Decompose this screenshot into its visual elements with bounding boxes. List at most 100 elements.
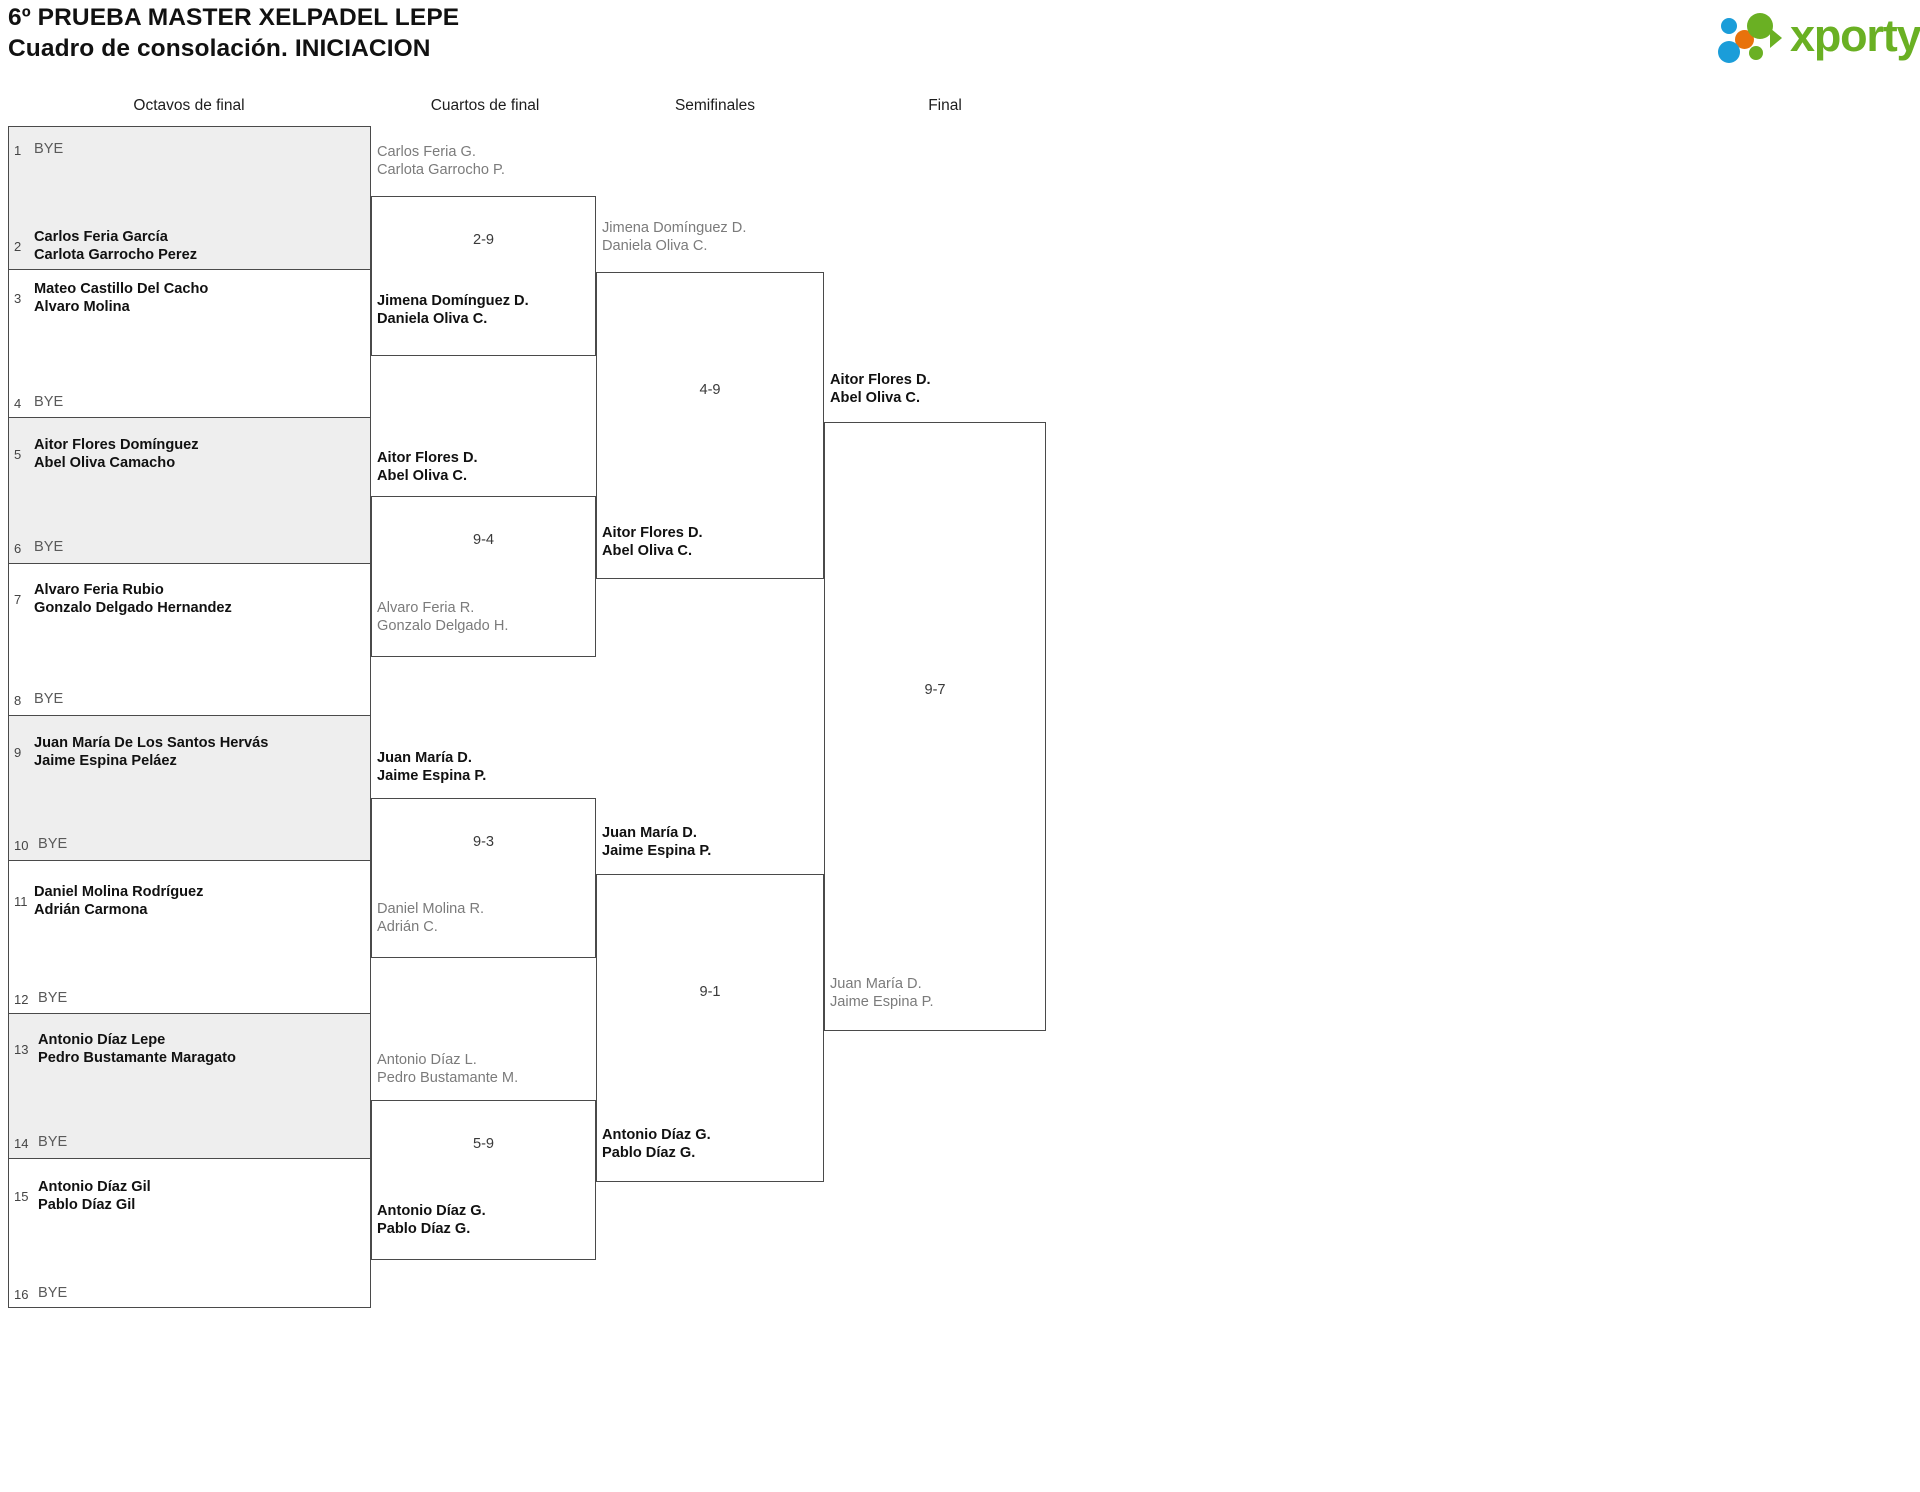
logo-dots-icon [1718, 12, 1786, 64]
round1-divider-3 [8, 563, 371, 564]
round2-connector-1 [371, 196, 596, 356]
team-name: BYE [38, 990, 68, 1006]
team-name: BYE [34, 539, 64, 555]
team-name: BYE [34, 394, 64, 410]
seed-number: 2 [14, 239, 22, 254]
round2-team-4[interactable]: Alvaro Feria R.Gonzalo Delgado H. [377, 600, 509, 635]
team-name: Carlos Feria García Carlota Garrocho Per… [34, 229, 198, 264]
seed-number: 12 [14, 992, 29, 1007]
seed-number: 9 [14, 745, 22, 760]
round3-team-2[interactable]: Aitor Flores D.Abel Oliva C. [602, 525, 703, 560]
team-name: BYE [34, 141, 64, 157]
round4-team-1[interactable]: Aitor Flores D.Abel Oliva C. [830, 372, 931, 407]
round1-entry-1[interactable]: 1 BYE [8, 140, 371, 164]
round2-connector-3 [371, 798, 596, 958]
round2-team-3[interactable]: Aitor Flores D.Abel Oliva C. [377, 450, 478, 485]
round2-team-5[interactable]: Juan María D.Jaime Espina P. [377, 750, 487, 785]
round3-team-3[interactable]: Juan María D.Jaime Espina P. [602, 825, 712, 860]
round1-entry-12[interactable]: 12 BYE [8, 989, 371, 1013]
round1-entry-6[interactable]: 6 BYE [8, 538, 371, 562]
round2-score-1: 2-9 [472, 232, 495, 248]
team-name: Daniel Molina Rodríguez Adrián Carmona [34, 884, 204, 919]
seed-number: 10 [14, 838, 29, 853]
round4-score-1: 9-7 [924, 682, 946, 698]
round3-team-1[interactable]: Jimena Domínguez D.Daniela Oliva C. [602, 220, 747, 255]
round1-divider-2 [8, 417, 371, 418]
seed-number: 4 [14, 396, 22, 411]
seed-number: 13 [14, 1042, 29, 1057]
round3-score-2: 9-1 [699, 984, 721, 1000]
team-name: Juan María De Los Santos Hervás Jaime Es… [34, 735, 269, 770]
round-header-semifinales: Semifinales [674, 97, 756, 114]
round2-connector-4 [371, 1100, 596, 1260]
seed-number: 14 [14, 1136, 29, 1151]
logo-dot-green-small [1749, 46, 1763, 60]
round1-entry-11[interactable]: 11 Daniel Molina Rodríguez Adrián Carmon… [8, 883, 371, 923]
round4-team-2[interactable]: Juan María D.Jaime Espina P. [830, 976, 934, 1011]
round4-connector-1 [824, 422, 1046, 1031]
seed-number: 1 [14, 143, 22, 158]
seed-number: 15 [14, 1189, 29, 1204]
team-name: Antonio Díaz Gil Pablo Díaz Gil [38, 1179, 151, 1214]
seed-number: 6 [14, 541, 22, 556]
logo-chevron-icon [1770, 28, 1782, 48]
tournament-title: 6º PRUEBA MASTER XELPADEL LEPE [8, 4, 460, 31]
team-name: BYE [38, 1285, 68, 1301]
round2-team-8[interactable]: Antonio Díaz G.Pablo Díaz G. [377, 1203, 486, 1238]
seed-number: 3 [14, 291, 22, 306]
round3-connector-2 [596, 874, 824, 1182]
round1-entry-3[interactable]: 3 Mateo Castillo Del Cacho Alvaro Molina [8, 280, 371, 320]
round1-outer-frame [8, 126, 371, 1308]
round1-band-2 [8, 417, 371, 563]
round1-entry-7[interactable]: 7 Alvaro Feria Rubio Gonzalo Delgado Her… [8, 581, 371, 621]
round2-score-3: 9-3 [472, 834, 495, 850]
logo-dot-green-large [1747, 13, 1773, 39]
round-header-cuartos: Cuartos de final [430, 97, 540, 114]
team-name: Antonio Díaz Lepe Pedro Bustamante Marag… [38, 1032, 236, 1067]
round1-entry-10[interactable]: 10 BYE [8, 835, 371, 859]
team-name: Aitor Flores Domínguez Abel Oliva Camach… [34, 437, 199, 472]
logo-dot-blue-small [1721, 18, 1737, 34]
round1-entry-5[interactable]: 5 Aitor Flores Domínguez Abel Oliva Cama… [8, 436, 371, 476]
logo-dot-blue-large [1718, 41, 1740, 63]
logo-dot-orange [1735, 30, 1754, 49]
logo-wordmark: xporty [1790, 10, 1920, 61]
round2-team-6[interactable]: Daniel Molina R.Adrián C. [377, 901, 485, 936]
round1-band-4 [8, 1013, 371, 1158]
round1-band-3 [8, 715, 371, 860]
team-name: Mateo Castillo Del Cacho Alvaro Molina [34, 281, 209, 316]
round1-entry-14[interactable]: 14 BYE [8, 1133, 371, 1157]
team-name: Alvaro Feria Rubio Gonzalo Delgado Herna… [34, 582, 232, 617]
team-name: BYE [38, 1134, 68, 1150]
round1-entry-16[interactable]: 16 BYE [8, 1284, 371, 1308]
round2-team-7[interactable]: Antonio Díaz L.Pedro Bustamante M. [377, 1052, 519, 1087]
tournament-subtitle: Cuadro de consolación. INICIACION [8, 35, 431, 62]
round2-connector-2 [371, 496, 596, 657]
seed-number: 5 [14, 447, 22, 462]
round2-team-1[interactable]: Carlos Feria G.Carlota Garrocho P. [377, 144, 505, 179]
round3-score-1: 4-9 [699, 382, 721, 398]
seed-number: 8 [14, 693, 22, 708]
round1-entry-9[interactable]: 9 Juan María De Los Santos Hervás Jaime … [8, 734, 371, 774]
round1-entry-4[interactable]: 4 BYE [8, 393, 371, 417]
round1-divider-6 [8, 1013, 371, 1014]
round3-team-4[interactable]: Antonio Díaz G.Pablo Díaz G. [602, 1127, 711, 1162]
round1-entry-8[interactable]: 8 BYE [8, 690, 371, 714]
round1-entry-2[interactable]: 2 Carlos Feria García Carlota Garrocho P… [8, 228, 371, 268]
round1-entry-13[interactable]: 13 Antonio Díaz Lepe Pedro Bustamante Ma… [8, 1031, 371, 1071]
round1-divider-7 [8, 1158, 371, 1159]
round-header-octavos: Octavos de final [133, 97, 245, 114]
round1-divider-4 [8, 715, 371, 716]
team-name: BYE [34, 691, 64, 707]
round1-divider-5 [8, 860, 371, 861]
round1-entry-15[interactable]: 15 Antonio Díaz Gil Pablo Díaz Gil [8, 1178, 371, 1218]
page-header: 6º PRUEBA MASTER XELPADEL LEPE Cuadro de… [0, 0, 1920, 78]
round2-score-2: 9-4 [472, 532, 495, 548]
round2-team-2[interactable]: Jimena Domínguez D.Daniela Oliva C. [377, 293, 529, 328]
round3-connector-1 [596, 272, 824, 579]
xporty-logo[interactable]: xporty [1718, 8, 1920, 66]
seed-number: 16 [14, 1287, 29, 1302]
round1-band-1 [8, 126, 371, 269]
seed-number: 7 [14, 592, 22, 607]
team-name: BYE [38, 836, 68, 852]
